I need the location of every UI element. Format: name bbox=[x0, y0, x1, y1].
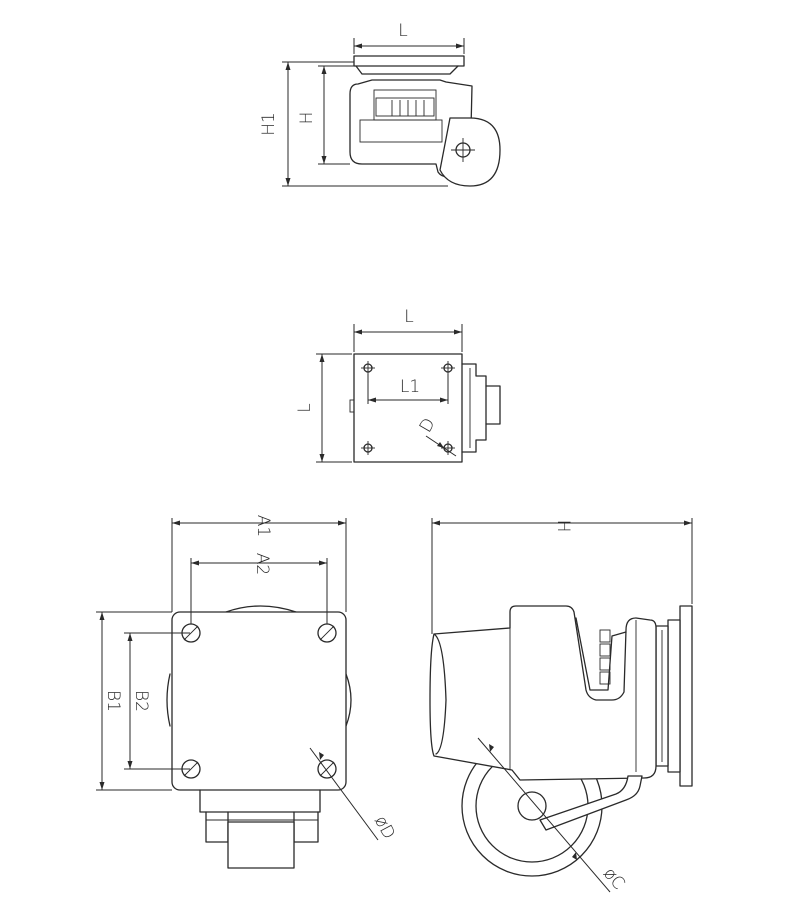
dim-label-wheel-c: øC bbox=[599, 864, 629, 894]
dim-label-top-l: L bbox=[398, 21, 407, 41]
plan-hole bbox=[361, 361, 375, 375]
dim-label-a1: A1 bbox=[253, 515, 273, 537]
elevation-view-top: L H1 H bbox=[259, 21, 501, 187]
dim-label-front-d: øD bbox=[370, 813, 399, 843]
dim-label-h1: H1 bbox=[259, 112, 279, 136]
dim-label-h-side: H bbox=[553, 520, 573, 533]
dim-label-b1: B1 bbox=[103, 690, 123, 712]
dim-label-a2: A2 bbox=[252, 553, 272, 575]
dim-label-b2: B2 bbox=[131, 690, 151, 712]
plan-hole bbox=[361, 441, 375, 455]
front-view: A1 A2 B1 B2 øD bbox=[96, 515, 399, 869]
plan-view-middle: L L1 L D bbox=[295, 307, 501, 463]
dim-label-l1: L1 bbox=[400, 377, 420, 397]
dim-label-plan-l-left: L bbox=[295, 403, 315, 412]
plan-hole bbox=[441, 361, 455, 375]
side-view: H øC bbox=[429, 518, 693, 894]
dim-label-plan-l: L bbox=[404, 307, 413, 327]
dim-label-h-top: H bbox=[297, 112, 317, 125]
front-hole bbox=[317, 759, 337, 779]
